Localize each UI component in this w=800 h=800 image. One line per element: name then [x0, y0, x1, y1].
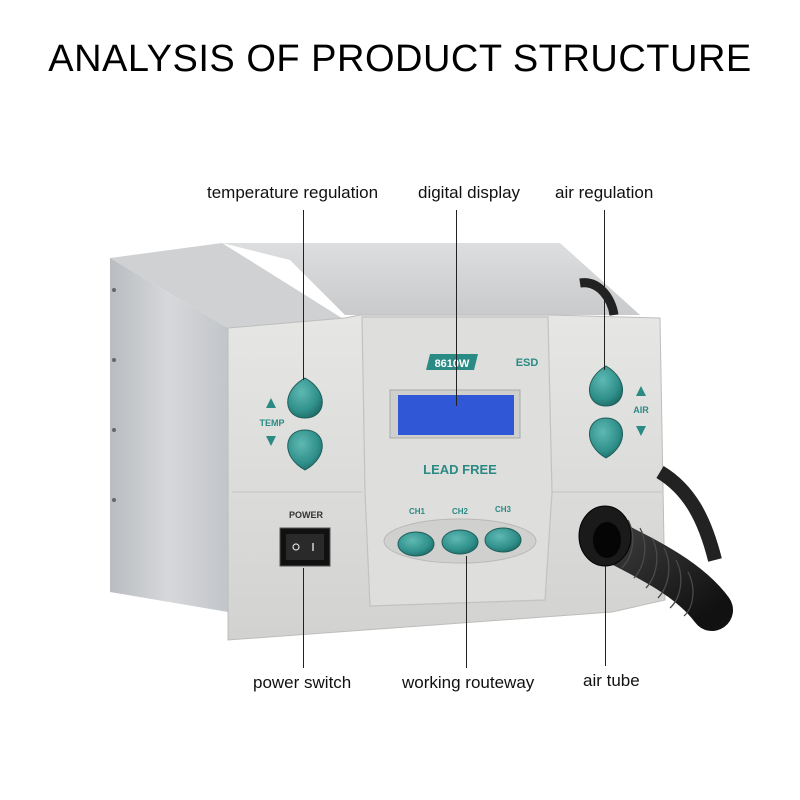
power-text: POWER — [289, 510, 324, 520]
case-top — [222, 243, 640, 315]
digital-display-leader — [456, 210, 457, 406]
air-up-button — [589, 365, 623, 407]
temperature-regulation-leader — [303, 210, 304, 380]
ch2-text: CH2 — [452, 507, 469, 516]
model-badge — [426, 354, 478, 370]
air-down-button — [589, 417, 623, 459]
ch3-button — [484, 527, 522, 553]
ch2-button — [441, 529, 479, 555]
digital-display-label: digital display — [418, 183, 521, 202]
working-routeway-leader — [466, 556, 467, 668]
model-text: 8610W — [435, 358, 470, 370]
esd-text: ESD — [516, 357, 539, 369]
air-regulation-label: air regulation — [555, 183, 654, 202]
case-top-left — [110, 243, 345, 328]
temperature-regulation-label: temperature regulation — [207, 183, 379, 202]
air-tube-label: air tube — [583, 671, 640, 690]
ch1-text: CH1 — [409, 507, 426, 516]
page-title: ANALYSIS OF PRODUCT STRUCTURE — [48, 38, 752, 80]
ch1-button — [397, 531, 435, 557]
case-side — [110, 258, 228, 612]
air-text: AIR — [633, 405, 649, 415]
air-regulation-leader — [604, 210, 605, 370]
lead-free-text: LEAD FREE — [423, 462, 497, 477]
working-routeway-label: working routeway — [402, 673, 535, 692]
power-switch-label: power switch — [253, 673, 352, 692]
power-switch-leader — [303, 568, 304, 668]
temp-down-button — [287, 429, 323, 471]
air-tube-leader — [605, 566, 606, 666]
ch3-text: CH3 — [495, 505, 512, 514]
temp-text: TEMP — [259, 418, 284, 428]
back-hose — [579, 278, 619, 316]
temp-up-button — [287, 377, 323, 419]
